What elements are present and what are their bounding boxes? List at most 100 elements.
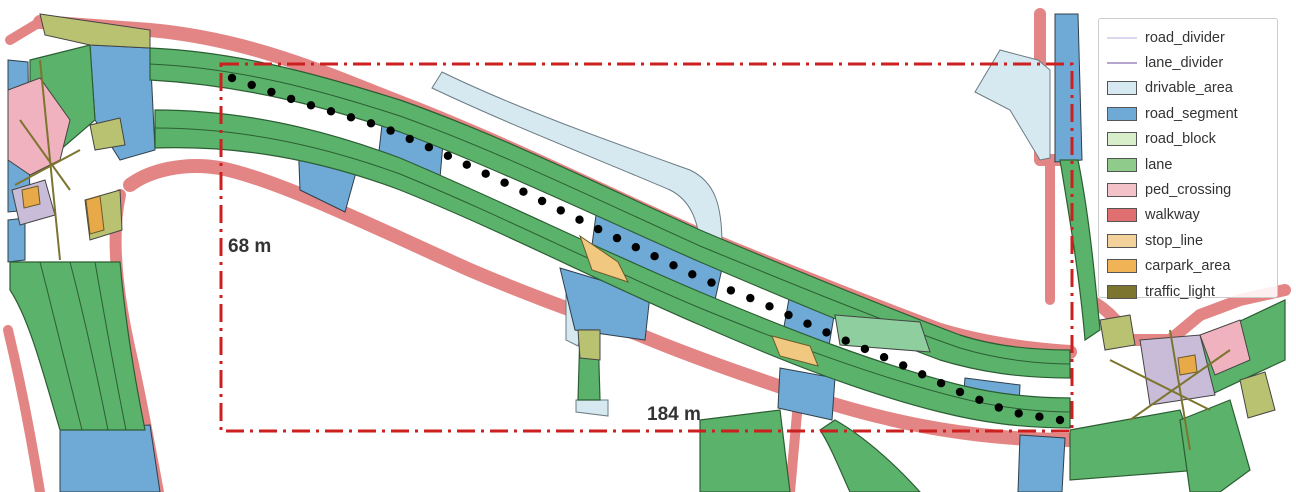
legend-item-traffic-light: traffic_light <box>1107 279 1277 304</box>
legend-item-road-divider: road_divider <box>1107 25 1277 50</box>
legend-label: drivable_area <box>1145 80 1233 97</box>
legend-swatch <box>1107 81 1137 96</box>
lane-band-right-bottom <box>1179 399 1251 492</box>
road-segment-mid-6 <box>777 367 836 421</box>
legend-label: lane_divider <box>1145 55 1224 72</box>
legend-item-road-segment: road_segment <box>1107 101 1277 126</box>
road-block-mid <box>834 314 931 353</box>
lane-divider-4 <box>69 261 109 431</box>
trajectory-point <box>994 403 1003 412</box>
trajectory-point <box>1055 415 1065 425</box>
height-scale-label: 68 m <box>228 236 272 257</box>
trajectory-point <box>366 119 376 128</box>
walkway-left-edge <box>3 325 45 492</box>
trajectory-point <box>918 370 927 379</box>
trajectory-point <box>784 310 793 320</box>
trajectory-point <box>669 261 678 270</box>
trajectory-point <box>650 252 659 261</box>
trajectory-point <box>688 270 697 279</box>
trajectory-point <box>227 73 237 83</box>
trajectory-point <box>500 178 509 187</box>
trajectory-point <box>462 160 471 169</box>
trajectory-point <box>822 328 831 337</box>
legend-label: road_divider <box>1145 29 1225 46</box>
trajectory-point <box>537 196 547 206</box>
trajectory-layer <box>227 73 1065 425</box>
traffic-light-layer <box>14 59 1231 451</box>
legend-label: stop_line <box>1145 232 1204 249</box>
trajectory-point <box>975 395 984 404</box>
stop-line-3 <box>85 195 105 235</box>
trajectory-point <box>346 113 356 122</box>
lane-divider-2 <box>154 127 1071 413</box>
lane-band-north <box>149 47 1071 379</box>
road-segment-bottom-left <box>59 424 161 492</box>
drivable-area-stub-2 <box>575 399 609 417</box>
trajectory-point <box>424 143 434 152</box>
lane-divider-3 <box>39 261 83 431</box>
legend-swatch <box>1107 233 1137 248</box>
legend-label: ped_crossing <box>1145 182 1232 199</box>
width-scale-label: 184 m <box>647 404 701 425</box>
trajectory-point <box>631 243 640 252</box>
trajectory-point <box>879 353 889 362</box>
legend-item-lane: lane <box>1107 152 1277 177</box>
stop-line-layer <box>21 185 1198 376</box>
trajectory-point <box>286 94 296 104</box>
lane-band-bottom-ramp <box>699 409 791 492</box>
legend-swatch <box>1107 36 1137 39</box>
road-segment-bottom-right <box>1017 434 1066 492</box>
legend-item-walkway: walkway <box>1107 203 1277 228</box>
trajectory-point <box>803 319 812 328</box>
lane-band-south-ramp <box>819 419 921 492</box>
trajectory-point <box>841 336 850 345</box>
legend-swatch <box>1107 208 1137 223</box>
trajectory-point <box>765 302 774 311</box>
stop-line-1 <box>579 234 629 283</box>
legend-label: walkway <box>1145 207 1200 224</box>
lane-divider-5 <box>94 261 127 431</box>
trajectory-point <box>481 169 490 178</box>
trajectory-point <box>519 187 528 196</box>
legend-swatch <box>1107 259 1137 274</box>
trajectory-point <box>267 87 276 97</box>
legend-label: traffic_light <box>1145 283 1215 300</box>
trajectory-point <box>955 387 965 397</box>
trajectory-point <box>707 278 716 287</box>
legend-swatch <box>1107 106 1137 121</box>
region-box <box>219 62 1074 433</box>
road-block-right <box>1099 314 1136 351</box>
trajectory-point <box>386 126 395 135</box>
trajectory-point <box>594 224 603 234</box>
trajectory-point <box>575 215 584 224</box>
legend-label: road_segment <box>1145 105 1238 122</box>
lane-divider-1 <box>149 63 1071 365</box>
trajectory-point <box>746 293 755 303</box>
trajectory-point <box>612 233 622 243</box>
trajectory-point <box>405 134 414 144</box>
road-block-right-2 <box>1239 371 1276 419</box>
legend-swatch <box>1107 157 1137 172</box>
legend-swatch <box>1107 132 1137 147</box>
traffic-light-left <box>14 59 81 261</box>
trajectory-point <box>443 151 453 160</box>
legend-swatch <box>1107 62 1137 65</box>
trajectory-point <box>247 80 256 90</box>
trajectory-point <box>1014 409 1023 418</box>
trajectory-point <box>556 206 565 215</box>
legend-item-ped-crossing: ped_crossing <box>1107 177 1277 202</box>
legend-item-carpark-area: carpark_area <box>1107 254 1277 279</box>
trajectory-point <box>936 379 946 388</box>
road-block-left-2 <box>39 13 151 49</box>
road-segment-top-right <box>1054 13 1083 163</box>
legend-swatch <box>1107 183 1137 198</box>
stop-line-4 <box>21 185 41 209</box>
legend-swatch <box>1107 284 1137 299</box>
stop-line-2 <box>771 335 819 367</box>
legend-item-road-block: road_block <box>1107 127 1277 152</box>
trajectory-point <box>306 101 316 110</box>
stop-line-5 <box>1177 354 1198 376</box>
walkway-top-left <box>5 17 45 45</box>
